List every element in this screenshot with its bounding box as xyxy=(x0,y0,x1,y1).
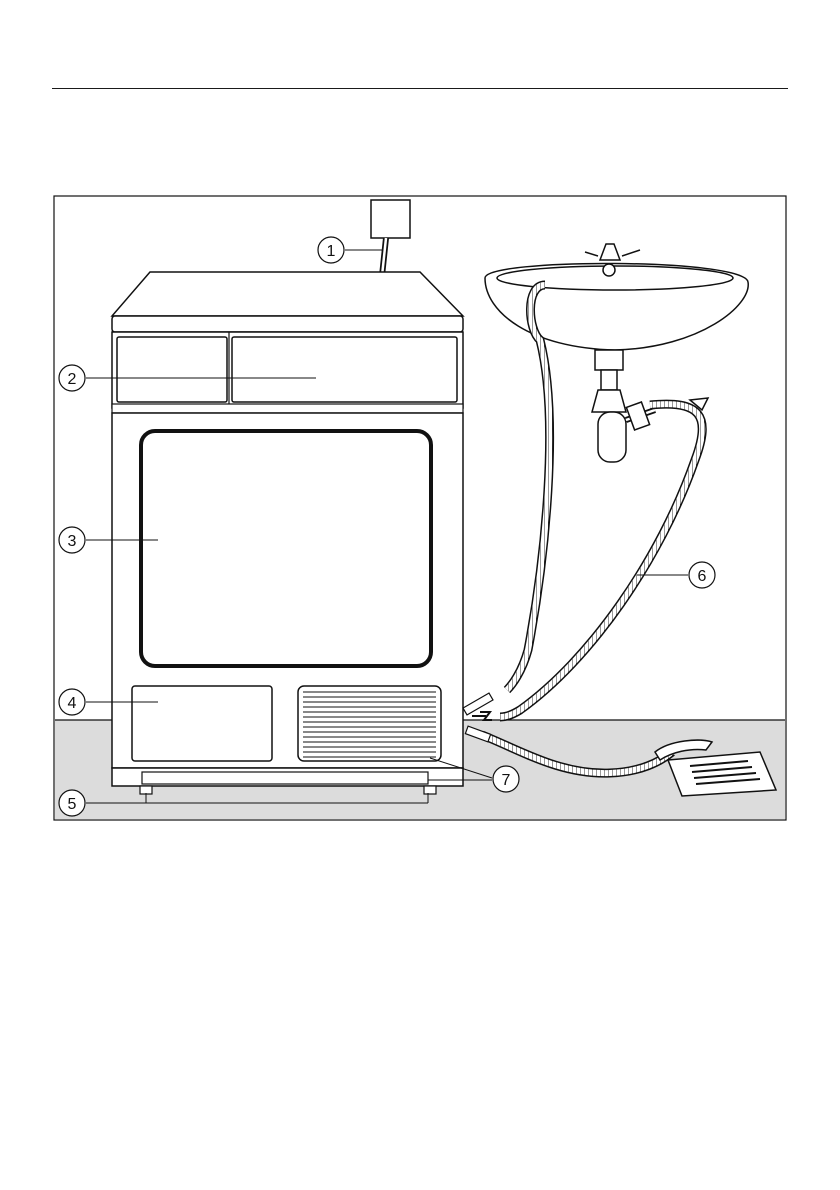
callout-number: 7 xyxy=(502,772,511,789)
callout-number: 2 xyxy=(68,371,77,388)
callout-4: 4 xyxy=(59,689,85,715)
callout-number: 5 xyxy=(68,796,77,813)
plinth-grille xyxy=(142,772,428,784)
wall-socket xyxy=(371,200,410,238)
callout-2: 2 xyxy=(59,365,85,391)
callout-number: 6 xyxy=(698,568,707,585)
dryer-foot-left xyxy=(140,786,152,794)
floor-drain xyxy=(668,752,776,796)
dryer-foot-right xyxy=(424,786,436,794)
control-panel-right xyxy=(232,337,457,402)
callout-6: 6 xyxy=(689,562,715,588)
callout-number: 1 xyxy=(327,243,336,260)
callout-7: 7 xyxy=(493,766,519,792)
dryer-door xyxy=(141,431,431,666)
callout-number: 3 xyxy=(68,533,77,550)
callout-1: 1 xyxy=(318,237,344,263)
callout-5: 5 xyxy=(59,790,85,816)
callout-3: 3 xyxy=(59,527,85,553)
control-panel-left xyxy=(117,337,227,402)
callout-number: 4 xyxy=(68,695,77,712)
container-flap xyxy=(132,686,272,761)
tumble-dryer xyxy=(112,272,463,794)
